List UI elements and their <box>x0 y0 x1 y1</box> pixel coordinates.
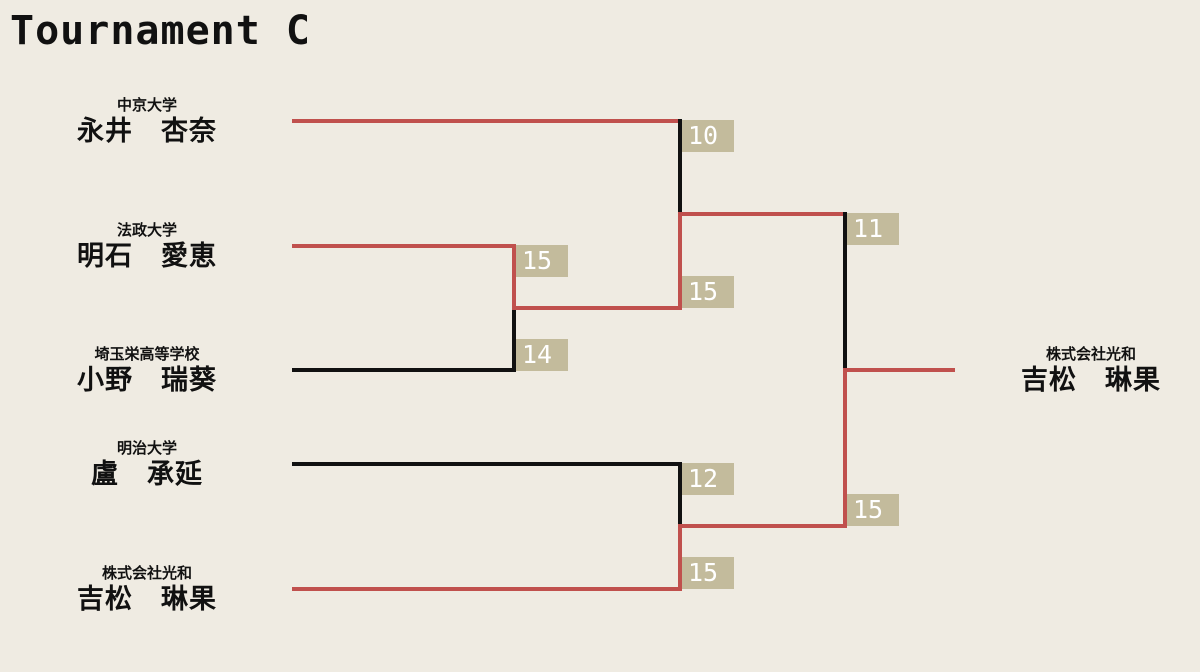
player-1: 中京大学 永井 杏奈 <box>42 95 252 149</box>
champion-affiliation: 株式会社光和 <box>1045 345 1136 363</box>
score-sf2-yoshimatsu: 15 <box>682 557 734 589</box>
player-affiliation: 埼玉栄高等学校 <box>94 345 200 363</box>
player-name: 永井 杏奈 <box>77 116 217 147</box>
score-final-yoshimatsu: 15 <box>847 494 899 526</box>
score-r1-akashi: 15 <box>516 245 568 277</box>
champion: 株式会社光和 吉松 琳果 <box>986 344 1196 398</box>
player-affiliation: 中京大学 <box>116 96 177 114</box>
page-title: Tournament C <box>10 8 311 54</box>
player-3: 埼玉栄高等学校 小野 瑞葵 <box>42 344 252 398</box>
score-sf2-ro: 12 <box>682 463 734 495</box>
player-affiliation: 株式会社光和 <box>101 564 192 582</box>
player-name: 吉松 琳果 <box>77 584 217 615</box>
player-name: 盧 承延 <box>91 459 203 490</box>
player-name: 明石 愛恵 <box>77 241 217 272</box>
score-sf1-akashi: 15 <box>682 276 734 308</box>
score-sf1-nagai: 10 <box>682 120 734 152</box>
score-r1-ono: 14 <box>516 339 568 371</box>
player-4: 明治大学 盧 承延 <box>42 438 252 492</box>
player-affiliation: 明治大学 <box>116 439 177 457</box>
player-affiliation: 法政大学 <box>116 221 177 239</box>
champion-name: 吉松 琳果 <box>1021 365 1161 396</box>
player-5: 株式会社光和 吉松 琳果 <box>42 563 252 617</box>
score-final-akashi: 11 <box>847 213 899 245</box>
player-2: 法政大学 明石 愛恵 <box>42 220 252 274</box>
player-name: 小野 瑞葵 <box>77 365 217 396</box>
